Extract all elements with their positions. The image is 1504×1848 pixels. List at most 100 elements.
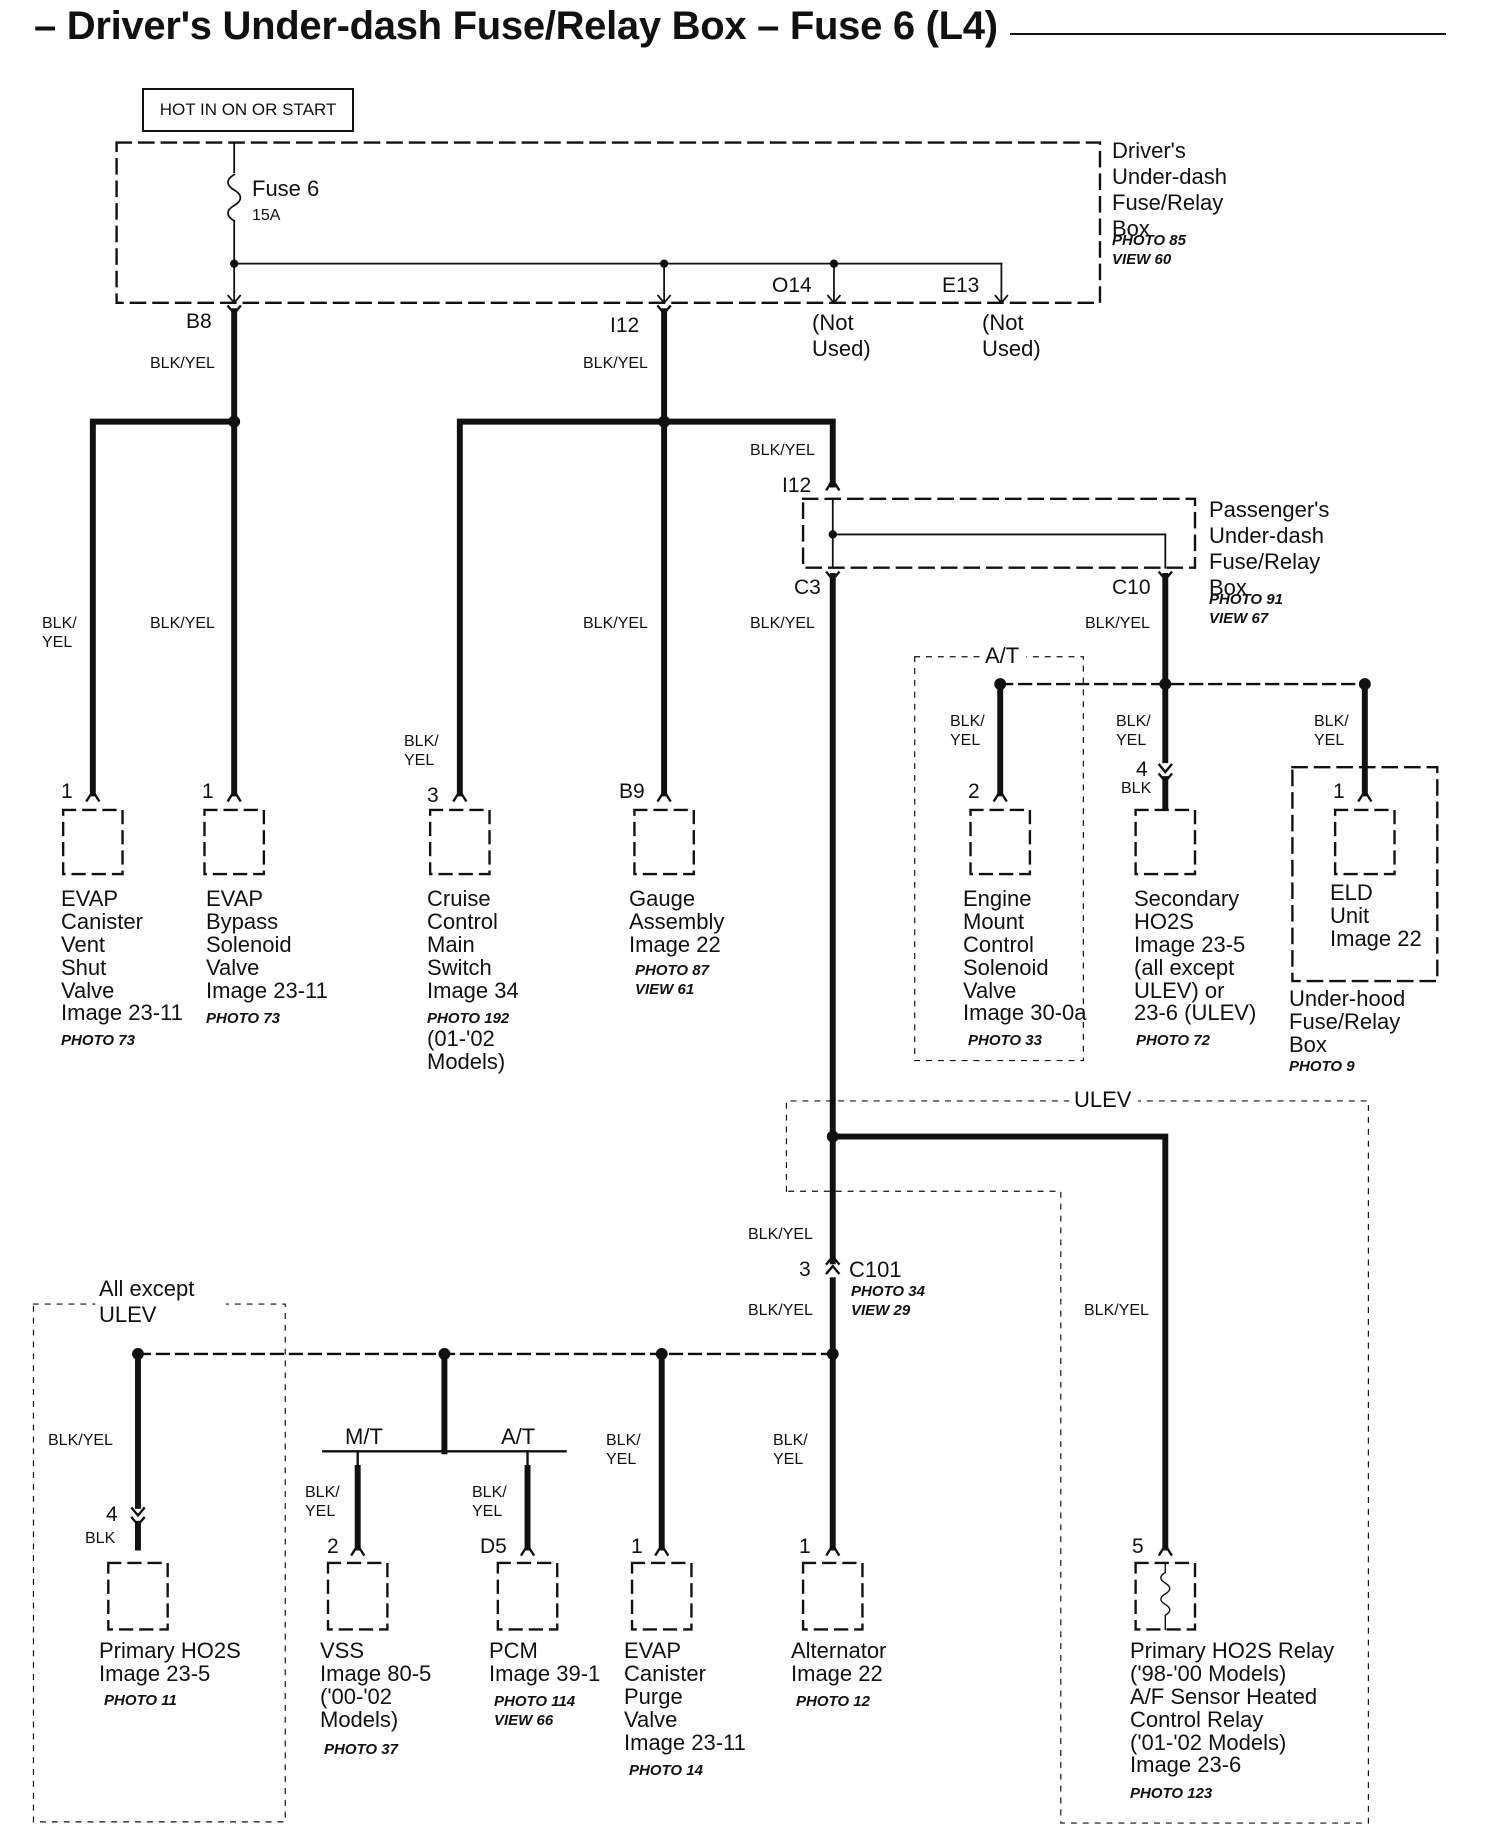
evap-vent-name: EVAP Canister Vent Shut Valve Image 23-1…: [61, 886, 183, 1026]
c101-view: VIEW 29: [851, 1302, 911, 1319]
pcm-view: VIEW 66: [494, 1712, 554, 1729]
connector-arrows: [130, 304, 1173, 1527]
alternator-name: Alternator Image 22: [791, 1638, 887, 1686]
wire-color-vss: BLK/ YEL: [305, 1484, 340, 1520]
secondary-ho2s-wire-blk: BLK: [1121, 780, 1152, 797]
at-region-label: A/T: [985, 643, 1020, 668]
mt-at-drops: [356, 1450, 529, 1470]
cruise-photo: PHOTO 192: [427, 1010, 510, 1027]
driver-box-name: Driver's Under-dash Fuse/Relay Box: [1112, 138, 1227, 241]
wire-color-evap-vent: BLK/ YEL: [42, 615, 77, 651]
evap-purge-name: EVAP Canister Purge Valve Image 23-11: [624, 1638, 746, 1755]
wire-ulev-relay: [829, 1133, 1169, 1551]
page-header: – Driver's Under-dash Fuse/Relay Box – F…: [0, 0, 1504, 62]
wire-color-c10: BLK/YEL: [1085, 615, 1150, 632]
evap-bypass-photo: PHOTO 73: [206, 1010, 280, 1027]
fuse-6-icon: [227, 173, 242, 223]
passenger-box-view: VIEW 67: [1209, 610, 1269, 627]
terminal-c10: C10: [1112, 576, 1151, 599]
ho2s-relay-name: Primary HO2S Relay ('98-'00 Models) A/F …: [1130, 1638, 1335, 1778]
passenger-box-photo: PHOTO 91: [1209, 591, 1283, 608]
eld-pin: 1: [1333, 780, 1345, 803]
e13-not-used: (Not Used): [982, 310, 1041, 361]
terminal-i12-passenger: I12: [782, 474, 812, 497]
pcm-box: [496, 1561, 559, 1631]
alternator-pin: 1: [799, 1535, 811, 1558]
driver-fuse-box-outline: [115, 141, 1102, 305]
wire-color-pcm: BLK/ YEL: [472, 1484, 507, 1520]
evap-vent-photo: PHOTO 73: [61, 1032, 135, 1049]
alternator-box: [801, 1561, 864, 1631]
gauge-photo: PHOTO 87: [635, 962, 709, 979]
passenger-box-name: Passenger's Under-dash Fuse/Relay Box: [1209, 497, 1330, 600]
eld-name: ELD Unit Image 22: [1330, 880, 1422, 951]
engine-mount-box: [969, 808, 1032, 876]
all-except-ulev-label: All except ULEV: [99, 1276, 195, 1327]
eld-box: [1333, 808, 1396, 876]
primary-ho2s-wire-blk: BLK: [85, 1530, 116, 1547]
wire-color-cruise: BLK/ YEL: [404, 733, 439, 769]
wire-color-alternator: BLK/ YEL: [773, 1432, 808, 1468]
primary-ho2s-pin: 4: [106, 1503, 118, 1526]
terminal-c101: C101: [849, 1257, 902, 1282]
terminal-o14: O14: [772, 274, 812, 297]
primary-ho2s-photo: PHOTO 11: [104, 1692, 177, 1709]
title-rule: [1010, 33, 1446, 35]
fuse-rating: 15A: [252, 207, 281, 224]
secondary-ho2s-pin: 4: [1136, 758, 1148, 781]
cruise-box: [428, 808, 491, 876]
underhood-box-name: Under-hood Fuse/Relay Box: [1289, 986, 1406, 1057]
driver-box-photo: PHOTO 85: [1112, 232, 1186, 249]
all-except-ulev-region-outline: [32, 1303, 286, 1823]
alternator-photo: PHOTO 12: [796, 1693, 870, 1710]
evap-vent-box: [61, 808, 124, 876]
vss-photo: PHOTO 37: [324, 1741, 398, 1758]
ulev-region-outline: [785, 1100, 1369, 1824]
ulev-region-label: ULEV: [1074, 1087, 1132, 1112]
ho2s-relay-photo: PHOTO 123: [1130, 1785, 1213, 1802]
gauge-box: [633, 808, 695, 876]
pcm-name: PCM Image 39-1: [489, 1638, 601, 1686]
fuse-name: Fuse 6: [252, 176, 320, 201]
wire-color-i12: BLK/YEL: [583, 355, 648, 372]
terminal-c3: C3: [794, 576, 821, 599]
c101-pin: 3: [799, 1258, 811, 1281]
wire-color-eld: BLK/ YEL: [1314, 713, 1349, 749]
evap-purge-pin: 1: [631, 1535, 643, 1558]
wire-color-primary-ho2s: BLK/YEL: [48, 1432, 113, 1449]
pcm-pin: D5: [480, 1535, 507, 1558]
terminal-arrows: [226, 294, 1009, 305]
wire-color-c3: BLK/YEL: [750, 615, 815, 632]
passenger-fuse-box-outline: [801, 497, 1197, 569]
wire-color-engine-mount: BLK/ YEL: [950, 713, 985, 749]
wire-color-gauge: BLK/YEL: [583, 615, 648, 632]
wire-color-to-passenger: BLK/YEL: [750, 442, 815, 459]
evap-bypass-box: [203, 808, 266, 876]
engine-mount-pin: 2: [968, 780, 980, 803]
wire-cruise: [456, 418, 668, 797]
underhood-box-photo: PHOTO 9: [1289, 1058, 1355, 1075]
gauge-pin: B9: [619, 780, 645, 803]
c101-photo: PHOTO 34: [851, 1283, 925, 1300]
wire-color-secondary-ho2s: BLK/ YEL: [1116, 713, 1151, 749]
wire-to-passenger: [661, 418, 836, 488]
relay-coil-icon: [1160, 1562, 1171, 1631]
gauge-view: VIEW 61: [635, 981, 695, 998]
gauge-name: Gauge Assembly Image 22: [629, 886, 725, 957]
o14-not-used: (Not Used): [812, 310, 871, 361]
wire-color-ulev-relay: BLK/YEL: [1084, 1302, 1149, 1319]
wire-color-c101-lower: BLK/YEL: [748, 1302, 813, 1319]
wire-evap-vent: [89, 418, 238, 797]
ho2s-relay-pin: 5: [1132, 1535, 1144, 1558]
mt-label: M/T: [345, 1424, 383, 1449]
cruise-pin: 3: [427, 784, 439, 807]
cruise-note: (01-'02 Models): [427, 1026, 506, 1074]
engine-mount-photo: PHOTO 33: [968, 1032, 1042, 1049]
pcm-photo: PHOTO 114: [494, 1693, 576, 1710]
evap-purge-box: [630, 1561, 693, 1631]
terminal-i12: I12: [610, 314, 640, 337]
secondary-ho2s-name: Secondary HO2S Image 23-5 (all except UL…: [1134, 886, 1257, 1026]
wire-color-c101-upper: BLK/YEL: [748, 1226, 813, 1243]
